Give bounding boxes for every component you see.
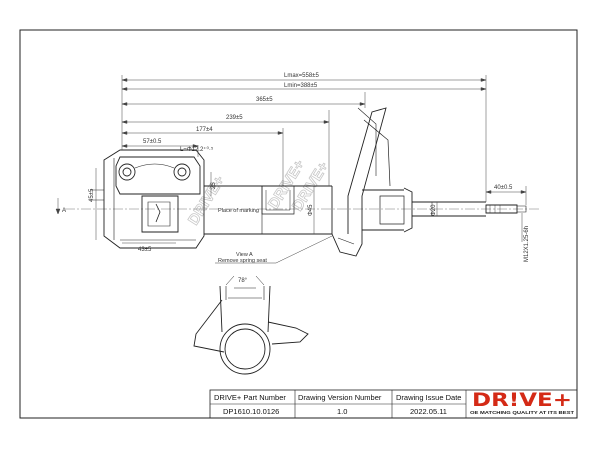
watermark: DRIVE+ DRIVE+ DRIVE+ [185,156,333,229]
dim-phi: L=Φ12.2⁺⁰·⁵ [180,146,214,153]
header-issue-date: Drawing Issue Date [396,393,461,402]
title-block: DRIVE+ Part Number Drawing Version Numbe… [209,389,578,419]
dim-lmax: Lmax=558±5 [284,73,319,79]
view-a-marker: A [62,208,66,214]
dim-78: 78° [238,278,248,284]
dim-45: 45±5 [89,188,95,202]
value-issue-date: 2022.05.11 [410,407,447,416]
dim-57: 57±0.5 [143,139,162,145]
dim-43: 43±5 [138,247,152,253]
dim-dia20: Φ20 [431,204,437,216]
dim-thread: M12X1.25-6h [524,226,530,262]
view-a-detail [193,275,309,375]
value-part-number: DP1610.10.0126 [223,407,279,416]
note-view-a: View A [236,252,253,258]
dim-365: 365±5 [256,97,273,103]
watermark-text: DRIVE+ [185,173,228,229]
note-place-of-marking: Place of marking [218,208,259,214]
dim-25: 25 [211,182,217,189]
dim-177: 177±4 [196,127,213,133]
header-drawing-version: Drawing Version Number [298,393,382,402]
drive-logo: DR!VE+ [472,389,572,411]
dim-dia45: Φ45 [308,204,314,216]
strut-body [90,107,527,257]
note-remove-spring-seat: Remove spring seat [218,258,267,264]
header-part-number: DRIVE+ Part Number [214,393,286,402]
dimension-lines [55,75,527,264]
dim-40: 40±0.5 [494,185,513,191]
dimension-labels: Lmax=558±5 Lmin=388±5 365±5 239±5 177±4 … [62,73,530,284]
value-drawing-version: 1.0 [337,407,347,416]
dim-lmin: Lmin=388±5 [284,83,318,89]
logo-slogan: OE MATCHING QUALITY AT ITS BEST [470,410,574,415]
dim-239: 239±5 [226,115,243,121]
